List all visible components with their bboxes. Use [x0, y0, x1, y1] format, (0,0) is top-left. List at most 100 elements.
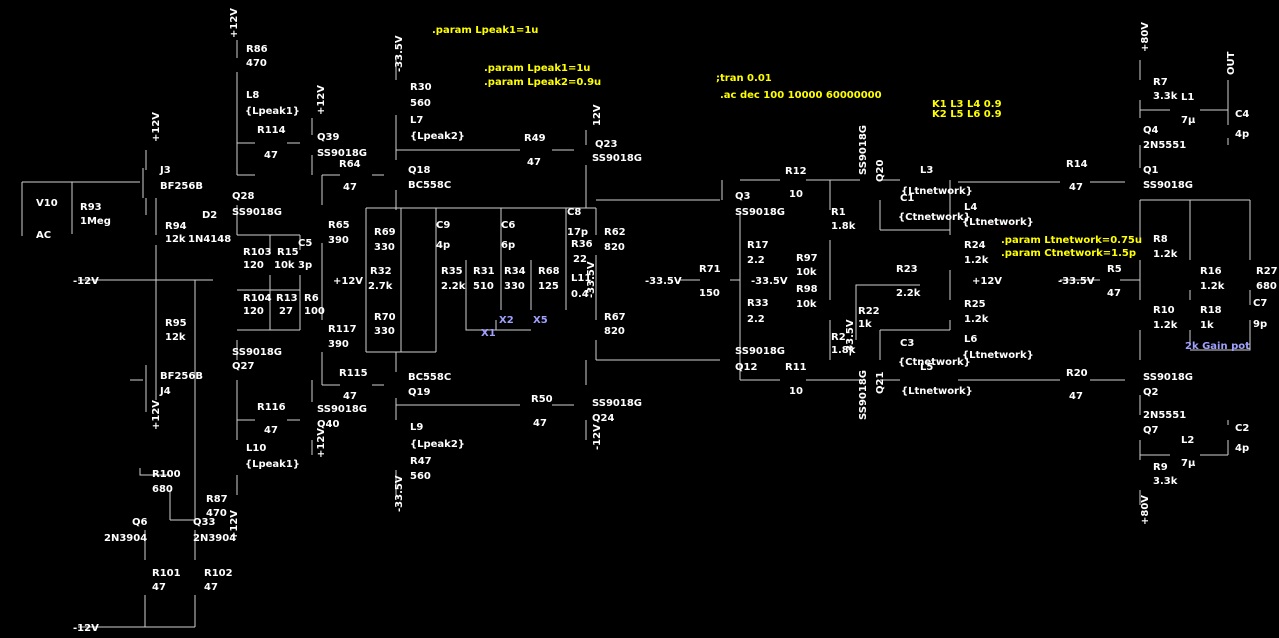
- component-label: 1k: [858, 319, 872, 330]
- component-label: {Lpeak1}: [245, 106, 300, 117]
- component-label: 390: [328, 235, 349, 246]
- component-label: Q7: [1143, 425, 1159, 436]
- component-label: 47: [1069, 182, 1083, 193]
- component-label: 560: [410, 98, 431, 109]
- component-label: SS9018G: [232, 347, 282, 358]
- component-label: R32: [370, 266, 392, 277]
- component-label: SS9018G: [592, 153, 642, 164]
- component-label: 10k: [796, 299, 817, 310]
- component-label: 17p: [567, 227, 588, 238]
- component-label: SS9018G: [1143, 372, 1193, 383]
- component-label: R95: [165, 318, 187, 329]
- component-label: 47: [343, 182, 357, 193]
- component-label: R23: [896, 264, 918, 275]
- component-label: 330: [374, 242, 395, 253]
- component-label: C1: [900, 193, 914, 204]
- spice-directive: .param Lpeak2=0.9u: [484, 77, 601, 88]
- component-label: R13: [276, 293, 298, 304]
- component-label: 1.2k: [1200, 281, 1225, 292]
- component-label: Q1: [1143, 165, 1159, 176]
- net-label: +80V: [1140, 22, 1151, 52]
- component-label: L5: [920, 362, 933, 373]
- component-label: R33: [747, 298, 769, 309]
- component-label: R47: [410, 456, 432, 467]
- component-label: 2N5551: [1143, 410, 1186, 421]
- component-label: 390: [328, 339, 349, 350]
- component-label: 7μ: [1181, 458, 1196, 469]
- component-label: 27: [279, 306, 293, 317]
- component-label: -33.5V: [645, 276, 682, 287]
- component-label: {Lpeak2}: [410, 131, 465, 142]
- component-label: R10: [1153, 305, 1175, 316]
- component-label: BF256B: [160, 181, 203, 192]
- component-label: R93: [80, 202, 102, 213]
- component-label: 10: [789, 189, 803, 200]
- component-label: AC: [36, 230, 51, 241]
- component-label: 10k: [274, 260, 295, 271]
- component-label: +12V: [972, 276, 1002, 287]
- component-label: L11: [571, 273, 591, 284]
- component-label: Q33: [193, 517, 215, 528]
- component-label: C2: [1235, 423, 1249, 434]
- component-label: 47: [1107, 288, 1121, 299]
- component-label: 0.4: [571, 289, 589, 300]
- component-label: R22: [858, 306, 880, 317]
- component-label: 1.2k: [964, 255, 989, 266]
- wires: [21, 40, 1251, 628]
- component-label: Q40: [317, 419, 339, 430]
- component-label: 2.7k: [368, 281, 393, 292]
- component-label: Q23: [595, 139, 617, 150]
- component-label: R25: [964, 299, 986, 310]
- component-label: R71: [699, 264, 721, 275]
- component-label: {Lpeak2}: [410, 439, 465, 450]
- component-label: 2N3904: [193, 533, 236, 544]
- component-label: L10: [246, 443, 266, 454]
- net-label: +80V: [1140, 495, 1151, 525]
- component-label: Q27: [232, 361, 254, 372]
- component-label: Q24: [592, 413, 614, 424]
- component-label: R11: [785, 362, 807, 373]
- component-label: Q39: [317, 132, 339, 143]
- component-label: 47: [152, 582, 166, 593]
- component-label: R100: [152, 469, 181, 480]
- component-label: 4p: [1235, 129, 1249, 140]
- spice-directive: .param Lpeak1=1u: [484, 63, 590, 74]
- net-label: +12V: [151, 112, 162, 142]
- net-label: +12V: [151, 400, 162, 430]
- component-label: 120: [243, 260, 264, 271]
- component-label: C7: [1253, 298, 1267, 309]
- component-label: 330: [504, 281, 525, 292]
- component-label: 2N3904: [104, 533, 147, 544]
- component-label: 47: [264, 425, 278, 436]
- net-label: -33.5V: [394, 35, 405, 72]
- component-label: R117: [328, 324, 357, 335]
- component-label: R86: [246, 44, 268, 55]
- spice-directive: K1 L3 L4 0.9: [932, 99, 1002, 110]
- component-label: 47: [533, 418, 547, 429]
- net-label: Q21: [875, 372, 886, 394]
- component-label: SS9018G: [232, 207, 282, 218]
- component-label: Q18: [408, 165, 430, 176]
- component-label: 47: [1069, 391, 1083, 402]
- net-label: -33.5V: [586, 261, 597, 298]
- component-label: R24: [964, 240, 986, 251]
- component-label: L2: [1181, 435, 1194, 446]
- component-label: L7: [410, 115, 423, 126]
- component-label: 3.3k: [1153, 476, 1178, 487]
- component-label: Q3: [735, 191, 751, 202]
- component-label: BC558C: [408, 180, 451, 191]
- component-label: 1Meg: [80, 216, 111, 227]
- component-label: R101: [152, 568, 181, 579]
- component-label: 47: [204, 582, 218, 593]
- component-label: D2: [202, 210, 217, 221]
- component-label: 4p: [436, 240, 450, 251]
- component-label: 10k: [796, 267, 817, 278]
- component-label: 680: [1256, 281, 1277, 292]
- component-label: R27: [1256, 266, 1278, 277]
- component-label: Q6: [132, 517, 148, 528]
- component-label: R31: [473, 266, 495, 277]
- component-label: 470: [206, 508, 227, 519]
- component-label: J3: [159, 165, 171, 176]
- component-label: 4p: [1235, 443, 1249, 454]
